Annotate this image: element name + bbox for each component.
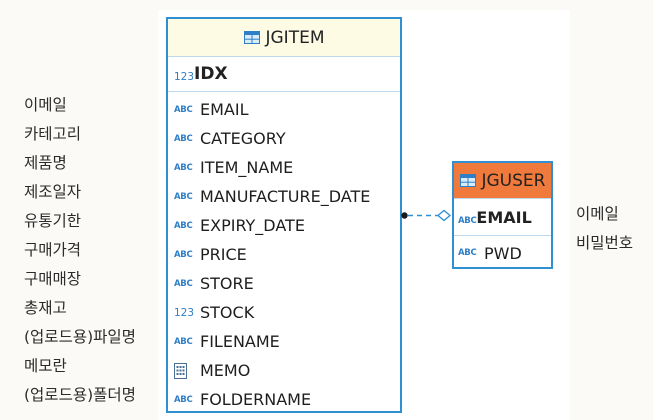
item-label: 제조일자 <box>24 183 82 201</box>
jguser-title: JGUSER <box>481 170 546 191</box>
column-name: STOCK <box>200 303 255 322</box>
user-column-labels: 이메일 비밀번호 <box>576 202 633 260</box>
item-label: 제품명 <box>24 154 67 172</box>
relationship-diamond-icon <box>436 209 452 222</box>
column-name: EXPIRY_DATE <box>200 216 305 235</box>
column-row[interactable]: ABC FILENAME <box>168 327 400 356</box>
text-type-icon: ABC <box>174 191 193 202</box>
column-name: CATEGORY <box>200 129 286 148</box>
column-row[interactable]: ABC EMAIL <box>168 95 400 124</box>
jgitem-header[interactable]: JGITEM <box>168 19 400 57</box>
item-label: 메모란 <box>24 357 67 375</box>
column-name: EMAIL <box>200 100 249 119</box>
numeric-type-icon: 123 <box>174 306 195 319</box>
item-label: 유통기한 <box>24 212 82 230</box>
text-type-icon: ABC <box>174 394 193 405</box>
column-row[interactable]: ABC STORE <box>168 269 400 298</box>
column-row[interactable]: ABC PRICE <box>168 240 400 269</box>
item-label: 구매가격 <box>24 241 82 259</box>
column-name: PRICE <box>200 245 247 264</box>
text-type-icon: ABC <box>174 278 193 289</box>
column-name: PWD <box>484 243 522 263</box>
user-label: 비밀번호 <box>576 234 634 252</box>
column-name: FOLDERNAME <box>200 390 312 409</box>
pk-column-name: IDX <box>194 64 228 84</box>
item-label: 구매매장 <box>24 270 82 288</box>
item-column-labels: 이메일 카테고리 제품명 제조일자 유통기한 구매가격 구매매장 총재고 (업로… <box>24 94 158 413</box>
jguser-pk-row[interactable]: ABC EMAIL <box>454 199 551 236</box>
column-row[interactable]: ABC EXPIRY_DATE <box>168 211 400 240</box>
text-type-icon: ABC <box>174 133 193 144</box>
pk-column-name: EMAIL <box>476 207 532 227</box>
jguser-entity[interactable]: JGUSER ABC EMAIL ABC PWD <box>452 161 553 269</box>
jguser-header[interactable]: JGUSER <box>454 163 551 199</box>
column-name: MEMO <box>200 361 251 380</box>
text-type-icon: ABC <box>174 336 193 347</box>
text-type-icon: ABC <box>174 162 193 173</box>
item-label: 카테고리 <box>24 125 82 143</box>
text-type-icon: ABC <box>174 220 193 231</box>
text-type-icon: ABC <box>174 104 193 115</box>
column-name: STORE <box>200 274 254 293</box>
item-label: 총재고 <box>24 299 67 317</box>
column-row[interactable]: ABC ITEM_NAME <box>168 153 400 182</box>
text-type-icon: ABC <box>174 249 193 260</box>
table-icon <box>243 31 260 44</box>
item-label: (업로드용)폴더명 <box>24 386 136 404</box>
item-label: (업로드용)파일명 <box>24 328 136 346</box>
item-label: 이메일 <box>24 96 67 114</box>
column-row[interactable]: MEMO <box>168 356 400 385</box>
table-icon <box>459 174 476 187</box>
text-type-icon: ABC <box>458 248 477 258</box>
user-label: 이메일 <box>576 205 619 223</box>
text-type-icon: ABC <box>458 215 477 226</box>
column-name: ITEM_NAME <box>200 158 294 177</box>
column-row[interactable]: ABC MANUFACTURE_DATE <box>168 182 400 211</box>
column-row[interactable]: ABC CATEGORY <box>168 124 400 153</box>
numeric-type-icon: 123 <box>174 70 195 83</box>
memo-icon <box>174 362 187 379</box>
column-row[interactable]: ABC FOLDERNAME <box>168 385 400 414</box>
jgitem-title: JGITEM <box>265 27 325 48</box>
column-row[interactable]: 123 STOCK <box>168 298 400 327</box>
jgitem-pk-row[interactable]: 123 IDX <box>168 57 400 92</box>
column-row[interactable]: ABC PWD <box>454 236 551 270</box>
column-name: FILENAME <box>200 332 280 351</box>
column-name: MANUFACTURE_DATE <box>200 187 371 206</box>
relationship-start-dot <box>401 212 408 219</box>
jgitem-entity[interactable]: JGITEM 123 IDX ABC EMAIL ABC CATEGORY ABC I… <box>166 17 402 413</box>
